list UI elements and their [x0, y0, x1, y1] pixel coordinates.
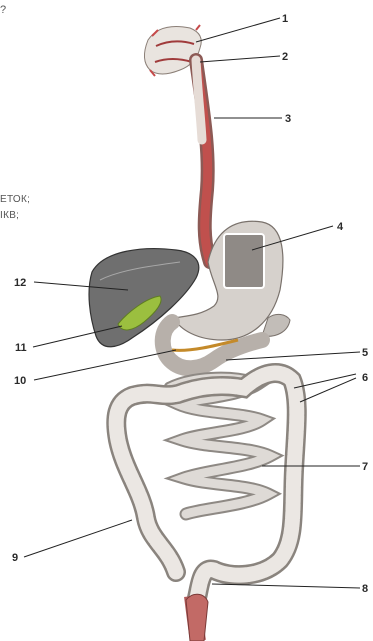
liver — [89, 249, 199, 347]
label-6: 6 — [362, 372, 368, 384]
label-2: 2 — [282, 51, 288, 63]
label-11: 11 — [15, 342, 27, 354]
label-8: 8 — [362, 583, 368, 595]
label-10: 10 — [14, 375, 26, 387]
label-12: 12 — [14, 277, 26, 289]
label-3: 3 — [285, 113, 291, 125]
label-9: 9 — [12, 552, 18, 564]
leader-lines — [24, 18, 360, 588]
label-5: 5 — [362, 347, 368, 359]
label-1: 1 — [282, 13, 288, 25]
organ-illustration — [89, 25, 297, 641]
label-7: 7 — [362, 461, 368, 473]
label-4: 4 — [337, 221, 344, 233]
